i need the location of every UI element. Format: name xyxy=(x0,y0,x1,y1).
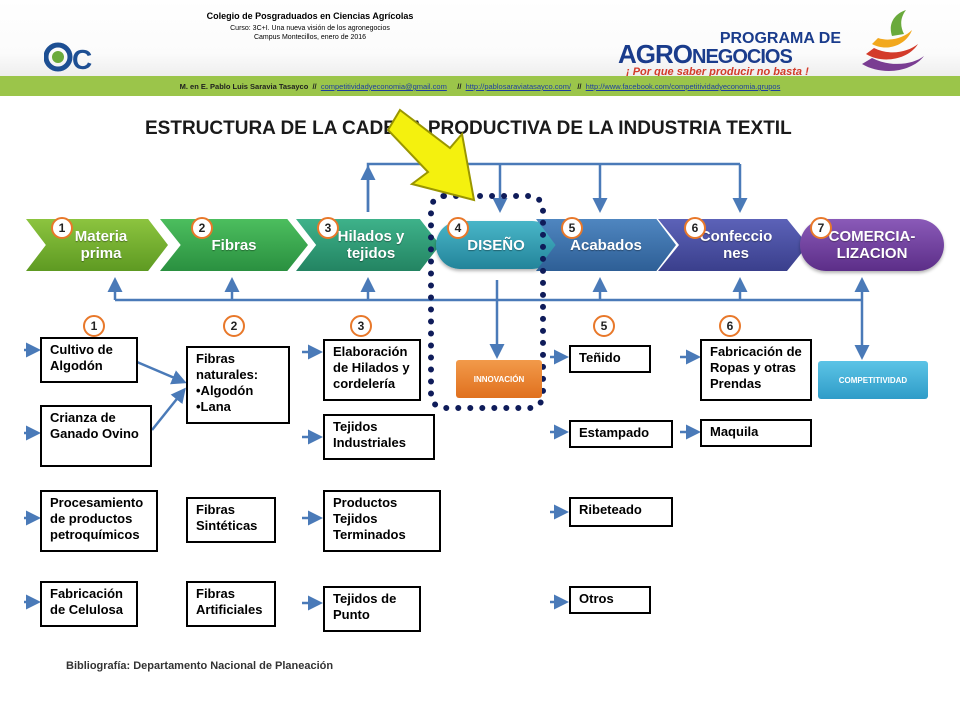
column-number: 6 xyxy=(719,315,741,337)
stage-materia-prima: Materia prima xyxy=(26,219,168,271)
stage-number: 3 xyxy=(317,217,339,239)
contact-line: M. en E. Pablo Luis Saravia Tasayco // c… xyxy=(0,82,960,91)
pointer-arrow-icon xyxy=(386,108,476,202)
facebook-link[interactable]: http://www.facebook.com/competitividadye… xyxy=(585,82,781,91)
stage-label: Confeccio nes xyxy=(699,228,773,262)
agro-name: AGRONEGOCIOS xyxy=(618,39,793,70)
box-productos-tejidos: Productos Tejidos Terminados xyxy=(323,490,441,552)
agro-swirl-icon xyxy=(862,10,924,71)
column-number: 5 xyxy=(593,315,615,337)
cp-logo-text: CP xyxy=(72,44,92,73)
box-procesamiento-petroquimicos: Procesamiento de productos petroquímicos xyxy=(40,490,158,552)
box-ribeteado: Ribeteado xyxy=(569,497,673,527)
separator: // xyxy=(577,82,582,91)
page-title: ESTRUCTURA DE LA CADENA PRODUCTIVA DE LA… xyxy=(145,118,792,139)
separator: // xyxy=(457,82,462,91)
box-estampado: Estampado xyxy=(569,420,673,448)
website-link[interactable]: http://pablosaraviatasayco.com/ xyxy=(465,82,572,91)
separator: // xyxy=(312,82,317,91)
fibras-naturales-item: •Algodón xyxy=(196,383,254,398)
box-fabricacion-celulosa: Fabricación de Celulosa xyxy=(40,581,138,627)
agronegocios-logo: PROGRAMA DE AGRONEGOCIOS ¡ Por que saber… xyxy=(616,30,851,78)
agro-name-part1: AGRO xyxy=(618,39,693,69)
author-name: M. en E. Pablo Luis Saravia Tasayco xyxy=(179,82,309,91)
box-fibras-naturales: Fibras naturales: •Algodón •Lana xyxy=(186,346,290,424)
stage-number: 6 xyxy=(684,217,706,239)
box-tejidos-punto: Tejidos de Punto xyxy=(323,586,421,632)
agro-slogan: ¡ Por que saber producir no basta ! xyxy=(626,66,809,78)
course-name: Curso: 3C+I. Una nueva visión de los agr… xyxy=(230,25,390,32)
column-number: 1 xyxy=(83,315,105,337)
stage-label: COMERCIA- LIZACION xyxy=(828,228,916,262)
fibras-naturales-title: Fibras naturales: xyxy=(196,351,259,382)
contact-bar: M. en E. Pablo Luis Saravia Tasayco // c… xyxy=(0,76,960,96)
stage-number: 2 xyxy=(191,217,213,239)
campus-name: Campus Montecillos, enero de 2016 xyxy=(253,34,367,41)
box-maquila: Maquila xyxy=(700,419,812,447)
diseno-highlight-frame xyxy=(428,193,546,411)
institution-name: Colegio de Posgraduados en Ciencias Agrí… xyxy=(206,11,414,21)
arrow-ovino-fibras xyxy=(151,387,186,431)
cp-logo-icon: CP xyxy=(44,42,92,73)
box-cultivo-algodon: Cultivo de Algodón xyxy=(40,337,138,383)
box-fabricacion-ropas: Fabricación de Ropas y otras Prendas xyxy=(700,339,812,401)
stage-label: Acabados xyxy=(570,236,642,254)
agro-name-part2: NEGOCIOS xyxy=(692,46,793,68)
box-fibras-artificiales: Fibras Artificiales xyxy=(186,581,276,627)
column-number: 3 xyxy=(350,315,372,337)
stage-number: 4 xyxy=(447,217,469,239)
stage-number: 1 xyxy=(51,217,73,239)
stage-label: DISEÑO xyxy=(467,236,525,254)
page-header: Colegio de Posgraduados en Ciencias Agrí… xyxy=(0,0,960,78)
stage-acabados: Acabados xyxy=(536,219,676,271)
fibras-naturales-item: •Lana xyxy=(196,399,231,414)
stage-label: Fibras xyxy=(211,236,257,254)
bibliography: Bibliografía: Departamento Nacional de P… xyxy=(66,660,334,672)
box-tejidos-industriales: Tejidos Industriales xyxy=(323,414,435,460)
stage-number: 7 xyxy=(810,217,832,239)
stage-confecciones: Confeccio nes xyxy=(658,219,808,271)
column-number: 2 xyxy=(223,315,245,337)
email-link[interactable]: competitividadyeconomia@gmail.com xyxy=(320,82,447,91)
agro-program-label: PROGRAMA DE xyxy=(719,30,841,47)
stage-number: 5 xyxy=(561,217,583,239)
arrow-algodon-fibras xyxy=(136,360,187,385)
innovacion-badge: INNOVACIÓN xyxy=(456,360,542,398)
competitividad-badge: COMPETITIVIDAD xyxy=(818,361,928,399)
box-elaboracion-hilados: Elaboración de Hilados y cordelería xyxy=(323,339,421,401)
box-otros: Otros xyxy=(569,586,651,614)
stage-label: Hilados y tejidos xyxy=(337,228,405,262)
stage-label: Materia prima xyxy=(74,228,128,262)
box-fibras-sinteticas: Fibras Sintéticas xyxy=(186,497,276,543)
box-tenido: Teñido xyxy=(569,345,651,373)
stage-fibras: Fibras xyxy=(160,219,308,271)
box-crianza-ovino: Crianza de Ganado Ovino xyxy=(40,405,152,467)
